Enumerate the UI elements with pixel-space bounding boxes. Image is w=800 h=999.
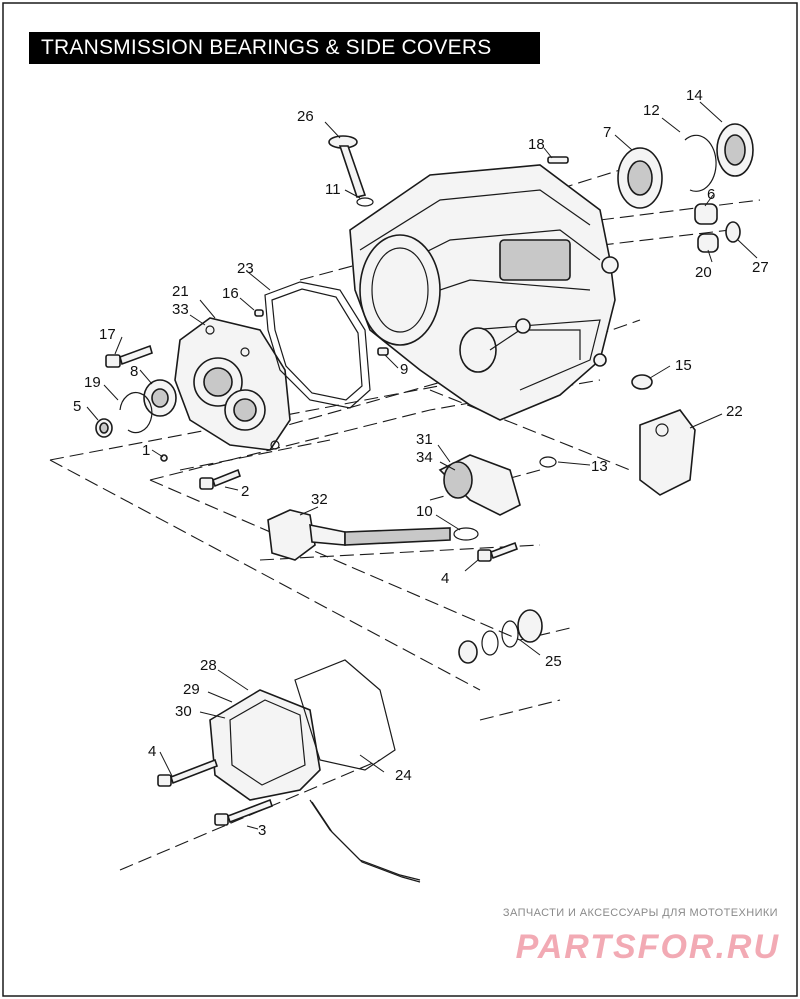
leader-lines [86,101,758,830]
diagram-title: TRANSMISSION BEARINGS & SIDE COVERS [29,32,540,64]
filler-plug-dipstick [267,509,479,561]
callout-3: 3 [258,822,266,839]
bolt-2 [199,468,241,490]
callout-13: 13 [591,458,608,475]
callout-12: 12 [643,102,660,119]
cover-gasket-22 [639,409,696,496]
bearing-stack-left [95,379,177,438]
elbow-fitting [438,454,557,516]
callout-6: 6 [707,186,715,203]
callout-2: 2 [241,483,249,500]
stud-18 [547,156,569,164]
dowel-16 [254,309,264,317]
callout-7: 7 [603,124,611,141]
callout-24: 24 [395,767,412,784]
callout-15: 15 [675,357,692,374]
spring-set-25 [458,609,543,664]
callout-23: 23 [237,260,254,277]
callout-19: 19 [84,374,101,391]
transmission-case [349,164,619,421]
callout-16: 16 [222,285,239,302]
callout-27: 27 [752,259,769,276]
callout-8: 8 [130,363,138,380]
bolt-4-lower [157,758,219,787]
callout-22: 22 [726,403,743,420]
callout-18: 18 [528,136,545,153]
bolt-4-upper [477,541,519,562]
switch-cable [309,799,421,881]
callout-4-lower: 4 [148,743,156,760]
bolt-3 [214,798,274,826]
callout-11: 11 [325,181,341,198]
callout-5: 5 [73,398,81,415]
callout-20: 20 [695,264,712,281]
callout-4-upper: 4 [441,570,449,587]
callout-28: 28 [200,657,217,674]
callout-25: 25 [545,653,562,670]
callout-1: 1 [142,442,150,459]
bearing-stack-right [617,123,754,209]
callout-33: 33 [172,301,189,318]
callout-31: 31 [416,431,433,448]
callout-32: 32 [311,491,328,508]
callout-14: 14 [686,87,703,104]
callout-29: 29 [183,681,200,698]
small-bearings [631,203,741,390]
watermark-logo: PARTSFOR.RU [516,928,780,966]
callout-labels: 1 2 3 4 4 5 6 7 8 9 10 11 12 13 14 15 16… [73,87,769,839]
dowel-9 [377,347,389,356]
callout-26: 26 [297,108,314,125]
watermark-caption: ЗАПЧАСТИ И АКСЕССУАРЫ ДЛЯ МОТОТЕХНИКИ [502,907,778,919]
callout-34: 34 [416,449,433,466]
housing-gasket [264,281,371,409]
callout-10: 10 [416,503,433,520]
callout-30: 30 [175,703,192,720]
side-cover [209,659,396,801]
bolt-17 [105,344,153,368]
watermark-logo-text: PARTSFOR.RU [516,928,780,966]
callout-21: 21 [172,283,189,300]
callout-17: 17 [99,326,116,343]
callout-9: 9 [400,361,408,378]
bearing-housing [174,317,291,451]
vent-fitting-26 [328,135,374,207]
